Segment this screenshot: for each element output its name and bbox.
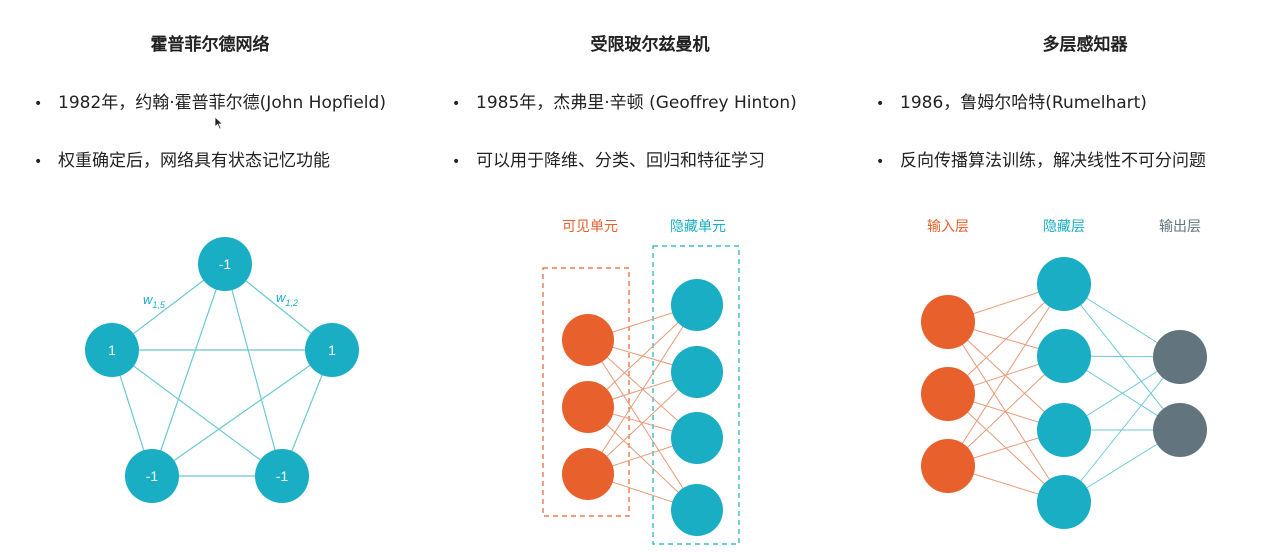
svg-text:1: 1: [328, 342, 336, 358]
hidden-unit-node: [671, 484, 723, 536]
hopfield-bullet-1-text: 1982年，约翰·霍普菲尔德(John Hopfield): [58, 93, 386, 113]
input-node: [921, 367, 975, 421]
svg-text:1: 1: [108, 342, 116, 358]
mlp-edge: [947, 283, 1065, 467]
rbm-title: 受限玻尔兹曼机: [590, 35, 710, 55]
hopfield-bullet-2: • 权重确定后，网络具有状态记忆功能: [34, 146, 330, 171]
hidden-units-label: 隐藏单元: [670, 218, 726, 234]
hopfield-node-right: 1: [305, 323, 359, 377]
visible-units-label: 可见单元: [562, 218, 618, 234]
weight-label-w12: w1,2: [276, 290, 298, 308]
output-layer-label: 输出层: [1159, 218, 1201, 234]
mlp-bullet-1: • 1986，鲁姆尔哈特(Rumelhart): [876, 88, 1147, 113]
hopfield-diagram: w1,5 w1,2 -1 1 1 -1 -1: [85, 237, 359, 503]
hopfield-node-bottom-left: -1: [125, 449, 179, 503]
hopfield-node-left: 1: [85, 323, 139, 377]
visible-unit-node: [562, 448, 614, 500]
edge: [151, 263, 226, 477]
mouse-cursor-icon: [214, 116, 224, 130]
bullet-dot: •: [452, 154, 461, 170]
hopfield-node-bottom-right: -1: [255, 449, 309, 503]
input-node: [921, 295, 975, 349]
hidden-node: [1037, 329, 1091, 383]
mlp-edge: [1063, 356, 1181, 503]
rbm-bullet-2: • 可以用于降维、分类、回归和特征学习: [452, 146, 765, 171]
hidden-layer-label: 隐藏层: [1043, 218, 1085, 234]
rbm-bullet-2-text: 可以用于降维、分类、回归和特征学习: [476, 151, 765, 171]
bullet-dot: •: [452, 96, 461, 112]
hidden-node: [1037, 403, 1091, 457]
hidden-unit-node: [671, 346, 723, 398]
rbm-edge: [587, 304, 698, 475]
mlp-nodes: [921, 257, 1207, 529]
hopfield-node-top: -1: [198, 237, 252, 291]
svg-text:-1: -1: [219, 256, 232, 272]
input-layer-label: 输入层: [927, 218, 969, 234]
mlp-bullet-2: • 反向传播算法训练，解决线性不可分问题: [876, 146, 1206, 171]
mlp-diagram: 输入层 隐藏层 输出层: [921, 218, 1207, 529]
rbm-bullet-1: • 1985年，杰弗里·辛顿 (Geoffrey Hinton): [452, 88, 797, 113]
mlp-section: 多层感知器 • 1986，鲁姆尔哈特(Rumelhart) • 反向传播算法训练，解…: [860, 0, 1270, 552]
mlp-edges: [947, 283, 1181, 503]
input-node: [921, 439, 975, 493]
edge: [151, 349, 333, 477]
hidden-node: [1037, 257, 1091, 311]
mlp-title: 多层感知器: [1042, 35, 1128, 55]
visible-unit-node: [562, 314, 614, 366]
hidden-unit-node: [671, 412, 723, 464]
hopfield-title: 霍普菲尔德网络: [150, 35, 270, 55]
weight-label-w15: w1,5: [143, 292, 166, 310]
hidden-units-box: [652, 245, 740, 545]
hidden-unit-node: [671, 279, 723, 331]
bullet-dot: •: [34, 154, 43, 170]
rbm-edge: [587, 339, 698, 511]
visible-unit-node: [562, 381, 614, 433]
rbm-bullet-1-text: 1985年，杰弗里·辛顿 (Geoffrey Hinton): [476, 93, 797, 113]
svg-text:-1: -1: [146, 468, 159, 484]
hopfield-section: 霍普菲尔德网络 • 1982年，约翰·霍普菲尔德(John Hopfield) •…: [0, 0, 440, 552]
mlp-bullet-1-text: 1986，鲁姆尔哈特(Rumelhart): [900, 93, 1147, 113]
hopfield-bullet-2-text: 权重确定后，网络具有状态记忆功能: [58, 151, 330, 171]
svg-text:-1: -1: [276, 468, 289, 484]
mlp-bullet-2-text: 反向传播算法训练，解决线性不可分问题: [900, 151, 1206, 171]
edge: [111, 349, 283, 477]
rbm-nodes: [562, 279, 723, 536]
edge: [224, 263, 283, 477]
hopfield-bullet-1: • 1982年，约翰·霍普菲尔德(John Hopfield): [34, 88, 386, 113]
bullet-dot: •: [34, 96, 43, 112]
bullet-dot: •: [876, 154, 885, 170]
output-node: [1153, 330, 1207, 384]
rbm-section: 受限玻尔兹曼机 •1985年，杰弗里·辛顿 (Geoffrey Hinton) …: [440, 0, 860, 552]
visible-units-box: [542, 267, 630, 517]
bullet-dot: •: [876, 96, 885, 112]
output-node: [1153, 403, 1207, 457]
rbm-diagram: 可见单元 隐藏单元: [542, 218, 740, 545]
hidden-node: [1037, 475, 1091, 529]
